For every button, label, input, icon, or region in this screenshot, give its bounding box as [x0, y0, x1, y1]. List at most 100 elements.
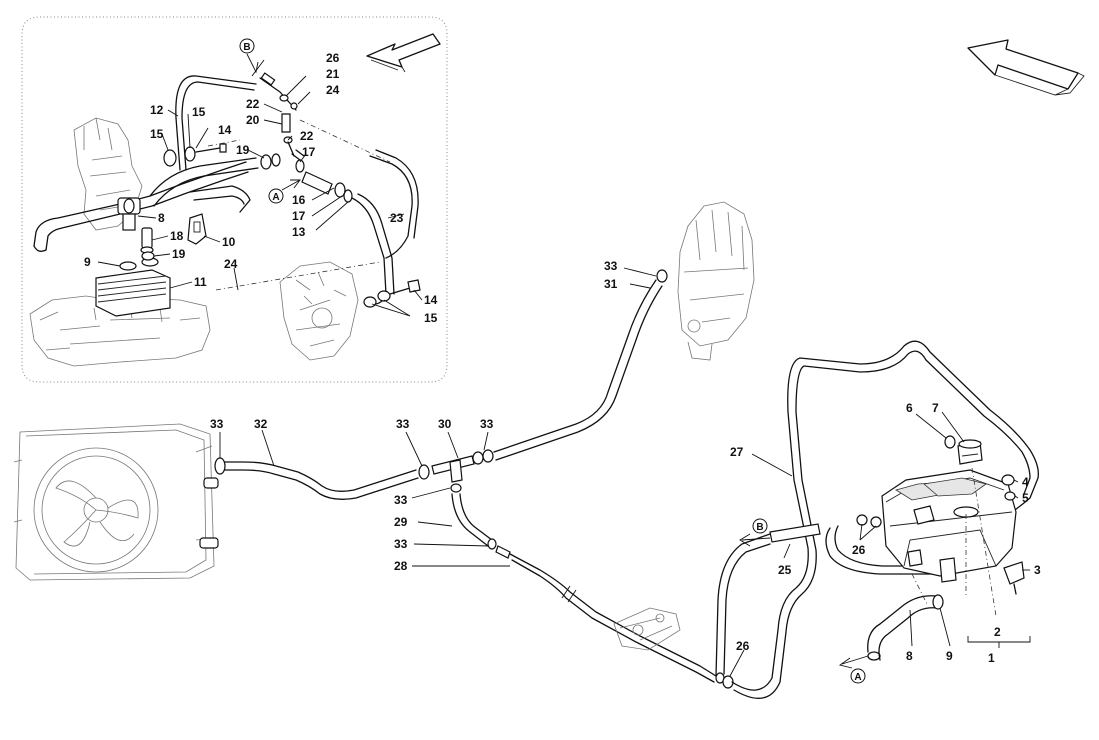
inset-hose-13-23 [351, 149, 419, 305]
callout-28: 28 [394, 559, 408, 573]
inset-union-16-17 [291, 149, 353, 203]
callout-19: 19 [236, 143, 250, 157]
direction-arrow-inset [366, 33, 441, 73]
callout-22: 22 [246, 97, 260, 111]
callout-3: 3 [1034, 563, 1041, 577]
callout-14: 14 [424, 293, 438, 307]
callout-33: 33 [604, 259, 618, 273]
hose-8-main [867, 594, 944, 661]
callout-8: 8 [906, 649, 913, 663]
callout-33: 33 [396, 417, 410, 431]
callout-30: 30 [438, 417, 452, 431]
callout-29: 29 [394, 515, 408, 529]
callout-26: 26 [326, 51, 340, 65]
hose-28 [509, 553, 717, 683]
bracket-engine-mount [613, 607, 681, 651]
hose-29 [451, 493, 511, 559]
engine-block-right [677, 201, 755, 361]
callout-15: 15 [192, 105, 206, 119]
hose-32 [221, 461, 419, 500]
centerline-tank-3 [911, 573, 929, 607]
inset-hose-8 [33, 161, 249, 252]
fitting-26-bottom [715, 672, 734, 689]
callout-33: 33 [210, 417, 224, 431]
callout-15: 15 [424, 311, 438, 325]
callout-23: 23 [390, 211, 404, 225]
inset-engine-block [29, 117, 359, 367]
ref-b-top: B [239, 38, 259, 74]
inset-bracket-10 [187, 213, 207, 245]
callout-9: 9 [84, 255, 91, 269]
inset-clamp-18 [140, 227, 154, 254]
callout-15: 15 [150, 127, 164, 141]
callout-4: 4 [1022, 475, 1029, 489]
hose-27 [731, 340, 1039, 699]
callout-26: 26 [736, 639, 750, 653]
callout-6: 6 [906, 401, 913, 415]
callout-14: 14 [218, 123, 232, 137]
callout-21: 21 [326, 67, 340, 81]
ref-b-main: B [752, 518, 768, 534]
arrow-a-main [838, 655, 869, 669]
callout-11: 11 [194, 275, 207, 289]
radiator-with-fan [13, 423, 219, 581]
svg-text:B: B [243, 42, 250, 53]
callout-20: 20 [246, 113, 260, 127]
callout-8: 8 [158, 211, 165, 225]
callout-7: 7 [932, 401, 939, 415]
svg-text:A: A [854, 672, 861, 683]
callout-19: 19 [172, 247, 186, 261]
expansion-tank-1 [881, 469, 1017, 583]
callout-10: 10 [222, 235, 236, 249]
callout-33: 33 [394, 493, 408, 507]
callout-1: 1 [988, 651, 995, 665]
callout-13: 13 [292, 225, 306, 239]
leader-lines [97, 59, 1030, 677]
callout-18: 18 [170, 229, 184, 243]
hose-25 [715, 523, 821, 677]
callout-25: 25 [778, 563, 792, 577]
svg-text:B: B [756, 522, 763, 533]
nut-4-5 [1001, 474, 1016, 501]
callout-24: 24 [326, 83, 340, 97]
arrow-b-main [739, 533, 771, 547]
callout-31: 31 [604, 277, 618, 291]
cap-7 [957, 439, 983, 465]
inset-bleed-line-26-24 [259, 72, 298, 157]
callout-27: 27 [730, 445, 744, 459]
svg-text:A: A [272, 192, 279, 203]
callout-33: 33 [480, 417, 494, 431]
hose-31 [493, 269, 668, 461]
inset-clamps-15-14 [163, 143, 227, 167]
inset-hose-long-12 [175, 75, 257, 171]
callout-24: 24 [224, 257, 238, 271]
callout-labels: 26 21 24 22 20 22 12 15 15 14 19 17 16 1… [84, 51, 1041, 665]
inset-centerline-upper [299, 119, 391, 163]
inset-centerline-lower [215, 261, 381, 291]
callout-12: 12 [150, 103, 164, 117]
inset-centerline-bolt [207, 139, 241, 147]
fitting-6 [944, 435, 956, 449]
callout-5: 5 [1022, 491, 1029, 505]
callout-9: 9 [946, 649, 953, 663]
callout-17: 17 [302, 145, 316, 159]
callout-33: 33 [394, 537, 408, 551]
centerline-tank-2 [971, 467, 997, 617]
hose-loop-26 [825, 514, 953, 575]
inset-fitting-19-upper [260, 153, 281, 170]
inset-oil-cooler-11 [95, 257, 171, 317]
sensor-3 [1003, 561, 1025, 595]
inset-tee-fitting [117, 197, 141, 231]
ref-a-inset: A [268, 179, 301, 204]
inset-fitting-19 [141, 251, 155, 261]
callout-26: 26 [852, 543, 866, 557]
direction-arrow-main [967, 39, 1085, 96]
callout-17: 17 [292, 209, 306, 223]
tee-30 [214, 449, 494, 493]
callout-16: 16 [292, 193, 306, 207]
ref-a-main: A [850, 668, 866, 684]
callout-22: 22 [300, 129, 314, 143]
callout-2: 2 [994, 625, 1001, 639]
bracket-1-2 [967, 636, 1031, 648]
